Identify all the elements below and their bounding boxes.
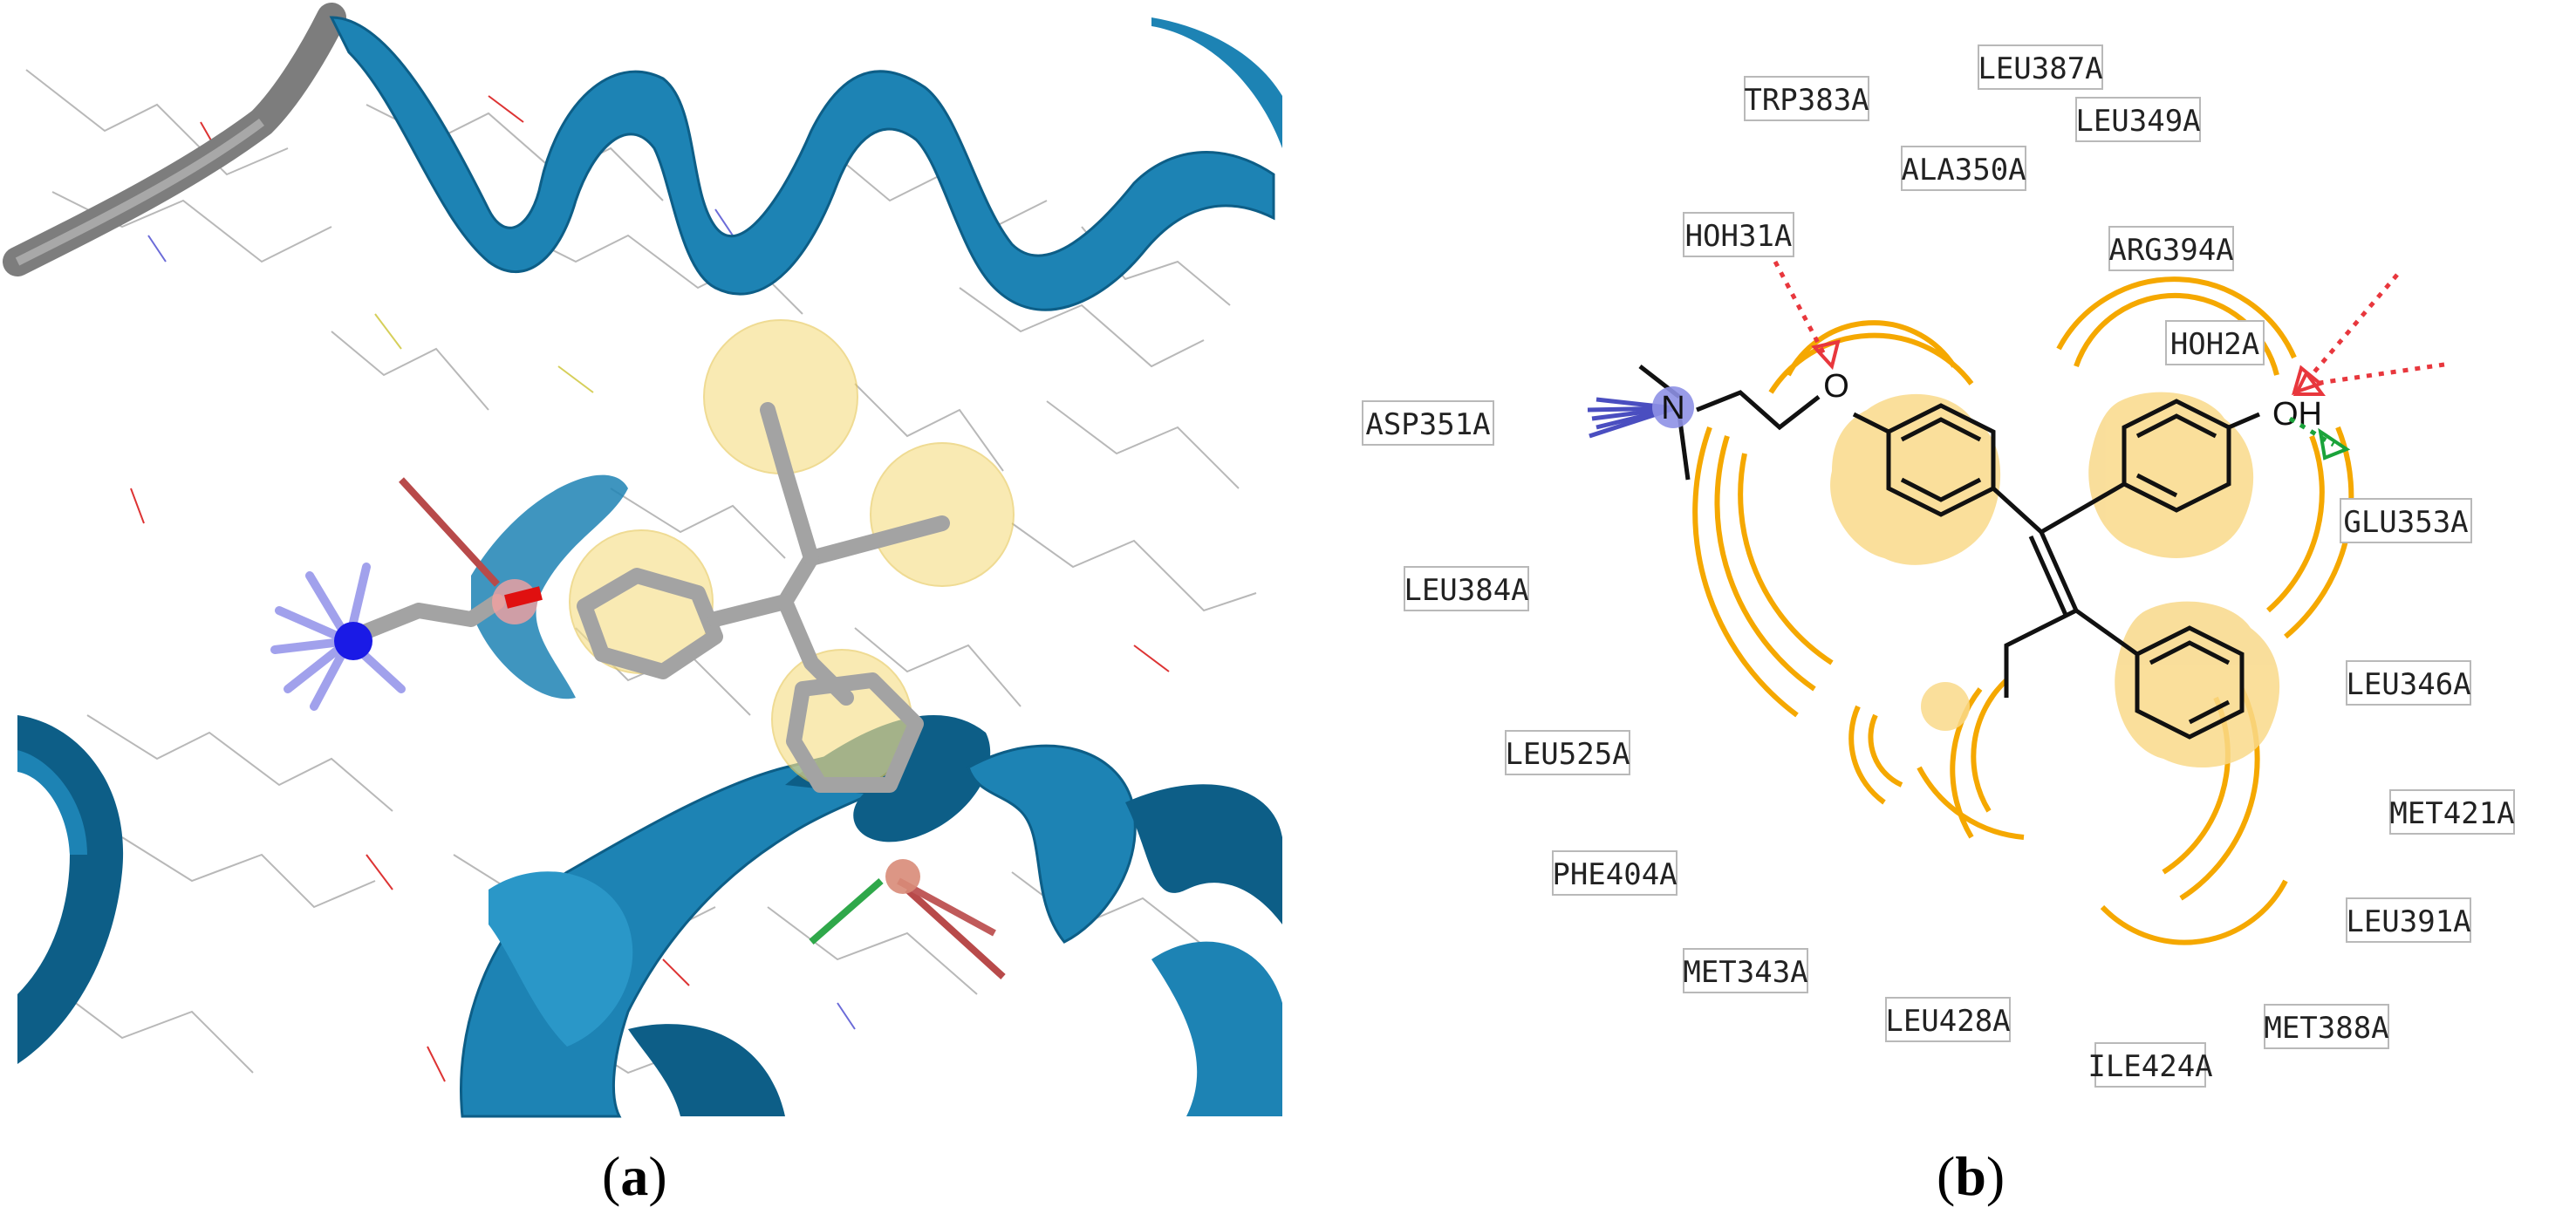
svg-text:HOH2A: HOH2A (2170, 327, 2259, 362)
hydroxyl-label: OH (2272, 396, 2322, 433)
svg-text:LEU525A: LEU525A (1505, 737, 1630, 772)
svg-text:MET388A: MET388A (2264, 1011, 2388, 1046)
residue-label: ILE424A (2087, 1042, 2213, 1088)
residue-label: LEU349A (2075, 97, 2201, 142)
hbond-arrows (1773, 260, 2445, 447)
residue-label: ARG394A (2108, 226, 2234, 271)
svg-text:LEU391A: LEU391A (2346, 904, 2470, 939)
ligand-stick-model (345, 402, 950, 793)
helix-ribbon-bottom (460, 715, 1282, 1118)
residue-labels: TRP383A LEU387A LEU349A ALA350A HOH31A A… (1362, 44, 2515, 1088)
panel-b-2d-diagram: N O OH TRP383A LEU387A LEU349A ALA350A H… (1343, 0, 2576, 1207)
interaction-diagram: N O OH TRP383A LEU387A LEU349A ALA350A H… (1362, 44, 2515, 1088)
hydrophobic-contours (1692, 276, 2354, 945)
svg-text:MET343A: MET343A (1683, 955, 1807, 990)
residue-label: LEU346A (2346, 660, 2471, 706)
svg-text:TRP383A: TRP383A (1744, 83, 1869, 118)
protein-3d-render (3, 3, 1282, 1118)
panel-a-3d-view: (a) (0, 0, 1291, 1207)
residue-label: HOH31A (1683, 212, 1794, 257)
oxygen-label: O (1823, 368, 1849, 405)
helix-ribbon-top (329, 16, 1275, 311)
hbond-arrows-3d (399, 477, 1006, 979)
residue-label: MET343A (1683, 948, 1808, 993)
ligand-bonds (1638, 365, 2260, 698)
helix-ribbon-left (17, 715, 124, 1064)
caption-b: (b) (1937, 1145, 2005, 1207)
benzene-ring-3 (2135, 625, 2245, 740)
nitrogen-bonds (147, 208, 856, 1030)
residue-label: GLU353A (2340, 498, 2472, 543)
residue-label: LEU391A (2346, 897, 2471, 943)
residue-label: MET388A (2264, 1004, 2389, 1049)
residue-label: HOH2A (2165, 320, 2265, 365)
svg-text:LEU384A: LEU384A (1404, 573, 1528, 608)
nitrogen-charge (1652, 386, 1694, 428)
svg-text:LEU387A: LEU387A (1978, 51, 2102, 86)
svg-text:HOH31A: HOH31A (1685, 219, 1793, 254)
svg-text:ASP351A: ASP351A (1365, 407, 1490, 442)
svg-text:GLU353A: GLU353A (2343, 505, 2468, 540)
residue-label: TRP383A (1744, 76, 1869, 121)
caption-a: (a) (602, 1145, 667, 1207)
residue-label: ALA350A (1901, 146, 2026, 191)
svg-text:ALA350A: ALA350A (1901, 153, 2026, 188)
svg-text:LEU346A: LEU346A (2346, 667, 2470, 702)
svg-text:PHE404A: PHE404A (1552, 857, 1677, 892)
residue-label: LEU384A (1404, 566, 1529, 611)
residue-label: MET421A (2389, 789, 2515, 835)
svg-text:LEU349A: LEU349A (2075, 104, 2200, 139)
helix-ribbon-small (471, 474, 628, 699)
svg-text:LEU428A: LEU428A (1885, 1004, 2010, 1039)
residue-label: LEU525A (1505, 730, 1630, 775)
residue-label: PHE404A (1552, 850, 1677, 896)
svg-text:ILE424A: ILE424A (2087, 1049, 2212, 1084)
residue-label: ASP351A (1362, 400, 1494, 446)
nitrogen-atom-3d (334, 622, 372, 660)
svg-text:MET421A: MET421A (2389, 796, 2514, 831)
sulfur-bonds (374, 313, 594, 393)
residue-label: LEU387A (1978, 44, 2103, 90)
residue-label: LEU428A (1885, 997, 2011, 1042)
nitrogen-label: N (1661, 390, 1684, 426)
svg-text:ARG394A: ARG394A (2108, 233, 2233, 268)
